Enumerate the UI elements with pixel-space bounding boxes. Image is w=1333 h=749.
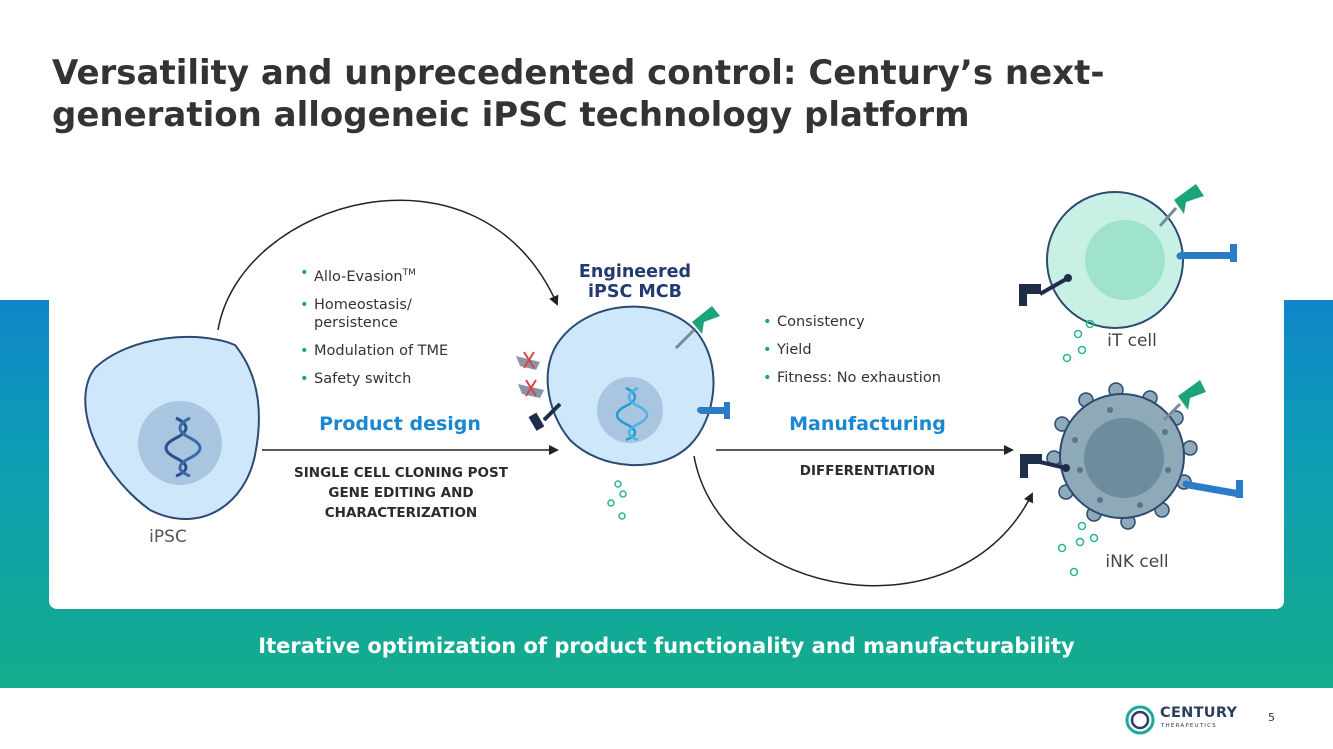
- subtitle-line: CHARACTERIZATION: [324, 505, 478, 521]
- bullet-text: Homeostasis/ persistence: [314, 296, 412, 331]
- blue-receptor-icon: [1182, 480, 1243, 498]
- manufacturing-subtitle: DIFFERENTIATION: [799, 463, 936, 479]
- century-logo: CENTURY THERAPEUTICS: [1124, 704, 1254, 736]
- bullet-text: Safety switch: [314, 370, 412, 387]
- ipsc-label: iPSC: [149, 527, 187, 547]
- green-receptor-icon: [1162, 380, 1206, 422]
- blue-receptor-icon: [697, 402, 730, 419]
- mcb-label-line1: Engineered: [578, 262, 692, 282]
- bullet-item: • Homeostasis/ persistence: [300, 296, 500, 332]
- century-logo-icon: [1125, 705, 1155, 735]
- logo-subtitle: THERAPEUTICS: [1161, 723, 1217, 729]
- knocked-out-receptor-icon: [516, 351, 540, 370]
- bullet-dot: •: [300, 265, 309, 281]
- mcb-label: Engineered iPSC MCB: [560, 262, 710, 302]
- green-receptor-icon: [1158, 184, 1204, 227]
- bullet-dot: •: [300, 296, 309, 313]
- green-receptor-icon: [674, 306, 720, 350]
- ink-cell-label: iNK cell: [1105, 552, 1169, 572]
- dark-receptor-icon: [528, 402, 562, 431]
- bullet-text: Fitness: No exhaustion: [777, 370, 941, 386]
- dark-receptor-icon: [1020, 454, 1070, 478]
- curved-arrow-top: [217, 199, 559, 331]
- curved-arrow-bottom: [693, 455, 1033, 587]
- subtitle-line: SINGLE CELL CLONING POST: [294, 465, 508, 481]
- bullet-dot: •: [763, 314, 772, 330]
- blue-receptor-icon: [1176, 244, 1237, 262]
- manufacturing-bullet-list: • Consistency • Yield • Fitness: No exhaust…: [763, 313, 1003, 397]
- bullet-dot: •: [300, 370, 309, 387]
- page-number: 5: [1268, 711, 1275, 724]
- secreted-particles: [607, 480, 627, 520]
- bullet-text: Yield: [777, 342, 812, 358]
- bullet-item: • Fitness: No exhaustion: [763, 369, 1003, 387]
- bullet-text: Modulation of TME: [314, 342, 449, 359]
- bullet-text: Consistency: [777, 314, 865, 330]
- ink-cell: [1020, 380, 1243, 577]
- mcb-cell: [516, 305, 730, 520]
- manufacturing-label: Manufacturing: [789, 413, 946, 435]
- mcb-label-line2: iPSC MCB: [588, 282, 682, 302]
- bullet-item: • Allo-EvasionTM: [300, 264, 500, 286]
- bullet-item: • Modulation of TME: [300, 342, 500, 360]
- bullet-item: • Yield: [763, 341, 1003, 359]
- dna-icon: [615, 386, 649, 442]
- bottom-tagline: Iterative optimization of product functi…: [258, 634, 1075, 658]
- bullet-dot: •: [763, 370, 772, 386]
- it-cell: [1019, 184, 1237, 363]
- knocked-out-receptor-icon: [518, 379, 544, 398]
- product-design-subtitle: SINGLE CELL CLONING POST GENE EDITING AN…: [268, 463, 534, 523]
- product-design-label: Product design: [319, 413, 481, 435]
- secreted-particles: [1057, 521, 1099, 577]
- ipsc-cell: [84, 336, 260, 520]
- design-bullet-list: • Allo-EvasionTM • Homeostasis/ persistenc…: [300, 264, 500, 398]
- bullet-item: • Consistency: [763, 313, 1003, 331]
- bullet-dot: •: [763, 342, 772, 358]
- bullet-text: Allo-Evasion: [314, 268, 403, 285]
- it-cell-label: iT cell: [1107, 331, 1157, 351]
- logo-name: CENTURY: [1160, 705, 1238, 721]
- secreted-particles: [1062, 319, 1095, 363]
- bullet-item: • Safety switch: [300, 370, 500, 388]
- dna-icon: [164, 416, 202, 478]
- subtitle-line: GENE EDITING AND: [328, 485, 474, 501]
- slide-title: Versatility and unprecedented control: C…: [52, 53, 1105, 135]
- bullet-dot: •: [300, 342, 309, 359]
- dark-receptor-icon: [1019, 274, 1072, 306]
- trademark-superscript: TM: [402, 268, 416, 278]
